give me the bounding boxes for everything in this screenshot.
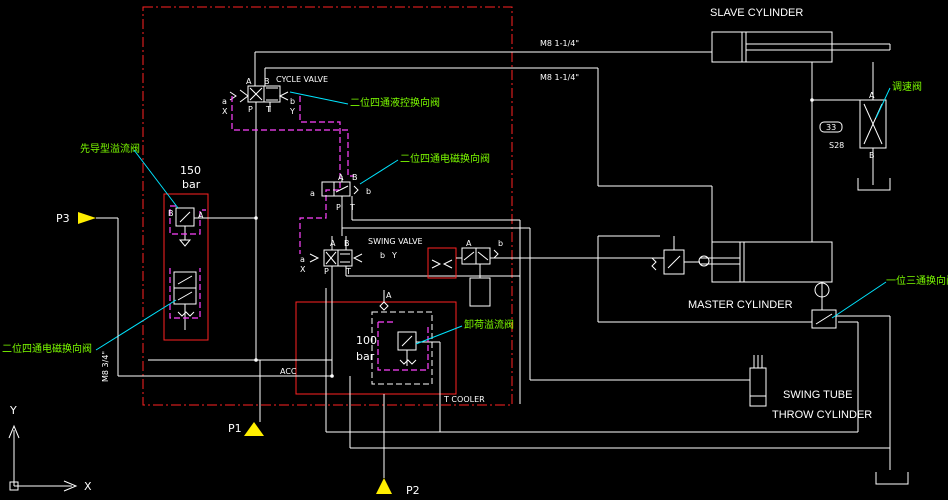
port-p3 xyxy=(78,212,96,224)
swing-valve xyxy=(309,236,520,288)
relief-cn-label: 先导型溢流阀 xyxy=(80,142,140,155)
pipe-label-2: M8 1-1/4" xyxy=(540,73,579,82)
svg-text:B: B xyxy=(352,173,358,182)
swing-solenoid-valve xyxy=(427,247,664,307)
pipe-label-3: M8 3/4" xyxy=(101,351,110,382)
relief-group-box xyxy=(163,193,209,341)
svg-text:b: b xyxy=(498,239,503,248)
pilot-line-y xyxy=(299,96,341,254)
port-p1-label: P1 xyxy=(228,422,242,435)
pilot-relief-valve xyxy=(175,207,258,247)
master-pilot-valve xyxy=(651,236,700,275)
swing-tube-label-1: SWING TUBE xyxy=(783,389,852,401)
slave-cylinder xyxy=(711,31,891,63)
svg-text:33: 33 xyxy=(826,123,836,132)
mid-solenoid-valve xyxy=(321,176,359,206)
svg-text:T: T xyxy=(265,105,271,114)
pilot-line-x xyxy=(231,96,354,177)
svg-text:a: a xyxy=(310,189,315,198)
unload-cn-label: 卸荷溢流阀 xyxy=(464,318,514,331)
swing-tube-cylinder xyxy=(749,355,767,407)
svg-text:Y: Y xyxy=(391,251,397,260)
svg-text:100: 100 xyxy=(356,334,377,347)
svg-text:B: B xyxy=(344,239,350,248)
relief-pilot xyxy=(169,205,206,235)
valve-33-symbol xyxy=(819,121,843,133)
svg-text:Y: Y xyxy=(289,107,295,116)
three-way-valve xyxy=(811,282,909,485)
swing-tube-label-2: THROW CYLINDER xyxy=(772,409,872,421)
svg-text:b: b xyxy=(290,97,295,106)
svg-text:A: A xyxy=(386,291,392,300)
three-way-cn-label: 一位三通换向阀 xyxy=(886,274,948,287)
svg-text:B: B xyxy=(264,77,270,86)
cycle-valve-cn-label: 二位四通液控换向阀 xyxy=(350,96,440,109)
t-cooler-label: T COOLER xyxy=(443,395,485,404)
swing-valve-label: SWING VALVE xyxy=(368,237,423,246)
unload-group-box xyxy=(295,301,457,395)
port-p2 xyxy=(376,478,392,494)
svg-text:P: P xyxy=(336,203,341,212)
svg-text:P: P xyxy=(248,105,253,114)
port-p1 xyxy=(244,422,264,436)
throttle-valve-cn-label: 调速阀 xyxy=(892,80,922,93)
axis-x-label: X xyxy=(84,480,92,493)
svg-text:A: A xyxy=(246,77,252,86)
ucs-axis xyxy=(8,424,78,492)
svg-text:a: a xyxy=(300,255,305,264)
svg-text:B: B xyxy=(168,209,174,218)
svg-text:A: A xyxy=(466,239,472,248)
svg-text:150: 150 xyxy=(180,164,201,177)
svg-text:T: T xyxy=(345,267,351,276)
throttle-valve: A B xyxy=(857,62,891,191)
master-cylinder-label: MASTER CYLINDER xyxy=(688,299,793,311)
main-pipes xyxy=(254,51,890,449)
manifold-frame xyxy=(142,6,513,406)
cycle-valve xyxy=(229,85,289,360)
svg-text:B: B xyxy=(869,151,875,160)
pipe-label-1: M8 1-1/4" xyxy=(540,39,579,48)
master-cylinder xyxy=(698,241,833,283)
svg-text:b: b xyxy=(380,251,385,260)
left-solenoid-valve xyxy=(173,271,197,330)
svg-text:a: a xyxy=(222,97,227,106)
svg-text:X: X xyxy=(222,107,228,116)
svg-text:A: A xyxy=(198,211,204,220)
cycle-valve-label: CYCLE VALVE xyxy=(276,75,328,84)
port-p3-label: P3 xyxy=(56,212,70,225)
svg-text:A: A xyxy=(338,173,344,182)
svg-text:X: X xyxy=(300,265,306,274)
svg-text:bar: bar xyxy=(356,350,375,363)
svg-text:P: P xyxy=(324,267,329,276)
acc-label: ACC xyxy=(280,367,297,376)
unload-relief-valve xyxy=(371,290,441,432)
axis-y-label: Y xyxy=(9,404,17,417)
svg-text:bar: bar xyxy=(182,178,201,191)
acc-lines xyxy=(96,217,440,478)
left-solenoid-pilot xyxy=(169,268,201,319)
svg-text:A: A xyxy=(869,91,875,100)
svg-text:A: A xyxy=(330,239,336,248)
port-p2-label: P2 xyxy=(406,484,420,497)
mid-solenoid-cn-label: 二位四通电磁换向阀 xyxy=(400,152,490,165)
left-solenoid-cn-label: 二位四通电磁换向阀 xyxy=(2,342,92,355)
svg-text:S28: S28 xyxy=(829,141,844,150)
svg-text:b: b xyxy=(366,187,371,196)
slave-cylinder-label: SLAVE CYLINDER xyxy=(710,7,803,19)
unload-pilot xyxy=(377,321,429,371)
